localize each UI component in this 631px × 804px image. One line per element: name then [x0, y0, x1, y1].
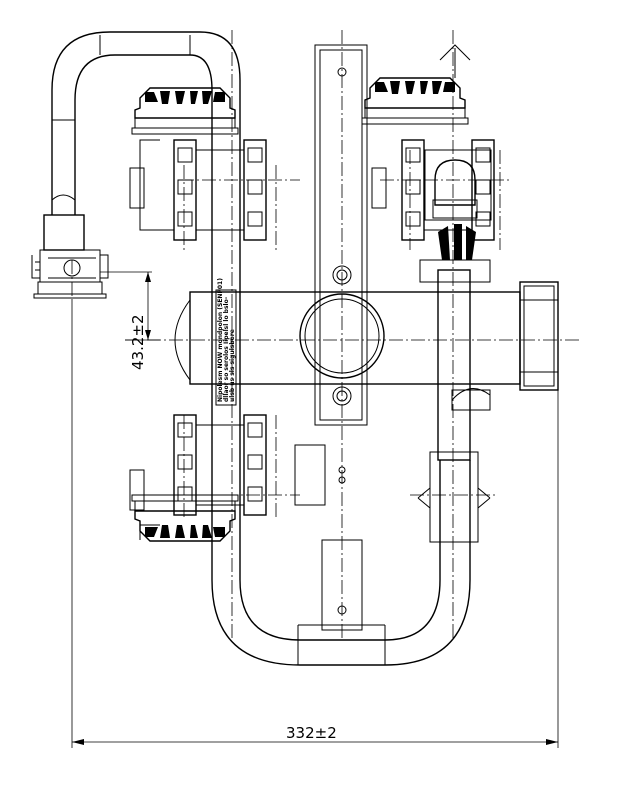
- offset-dimension-text: 43.2±2: [129, 314, 147, 370]
- label-line-2: dllaor so serolos Iipelsl lo bslo-: [223, 296, 230, 402]
- label-line-1: Nipolesm NOW mondpolon (SENP01): [217, 278, 224, 402]
- dimension-width: 332±2: [71, 300, 559, 748]
- svg-text:Nipolesm NOW mondpolon (SENP01: Nipolesm NOW mondpolon (SENP01): [217, 278, 224, 402]
- label-line-3: ulsb us sls sigulsbore: [229, 329, 236, 402]
- pump-upper-left: [129, 87, 267, 241]
- inlet-fitting: [31, 214, 109, 299]
- svg-text:ulsb us sls sigulsbore: ulsb us sls sigulsbore: [229, 329, 236, 402]
- svg-text:dllaor so serolos Iipelsl lo b: dllaor so serolos Iipelsl lo bslo-: [223, 296, 230, 402]
- mounting-plate: [314, 44, 368, 631]
- top-inlet-pipe: [51, 31, 241, 520]
- width-dimension-text: 332±2: [286, 724, 337, 742]
- center-lines: [71, 30, 580, 640]
- dimension-offset: 43.2±2: [100, 271, 160, 370]
- bottom-u-pipe: [211, 460, 471, 666]
- discharge-pipe: [417, 269, 491, 543]
- center-manifold: [174, 281, 559, 391]
- pipe-label: Nipolesm NOW mondpolon (SENP01) dllaor s…: [215, 278, 237, 406]
- pump-lower-left: [129, 414, 326, 542]
- pump-upper-right: [361, 44, 495, 283]
